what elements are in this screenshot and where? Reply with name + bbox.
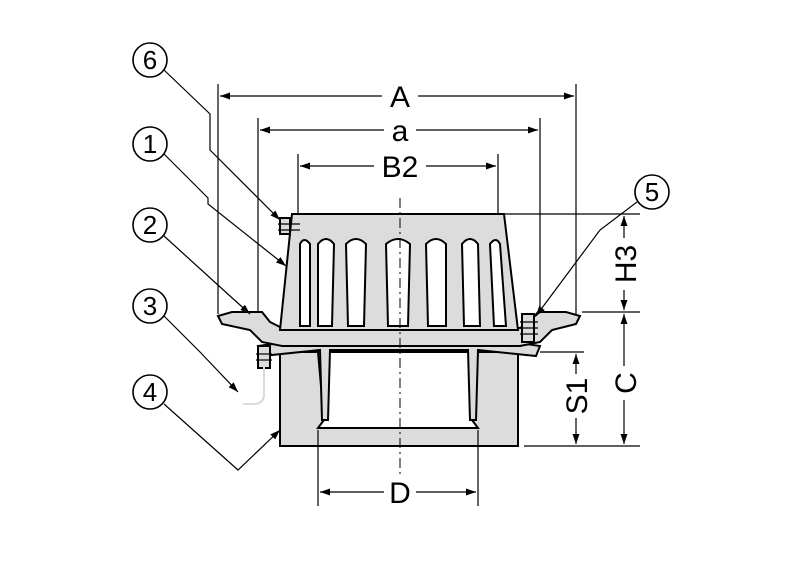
dim-label-D: D bbox=[389, 477, 411, 510]
callout-3-label: 3 bbox=[143, 291, 157, 321]
callout-4: 4 bbox=[132, 374, 281, 471]
dim-label-C: C bbox=[610, 372, 643, 394]
bolt-left bbox=[256, 345, 272, 369]
dim-label-B2: B2 bbox=[382, 151, 419, 184]
anchor-hook bbox=[243, 365, 265, 405]
callout-5-label: 5 bbox=[645, 177, 659, 207]
bolt-right bbox=[520, 313, 538, 343]
dim-label-S1: S1 bbox=[561, 378, 594, 415]
strainer-slots bbox=[299, 238, 508, 327]
callout-1-label: 1 bbox=[143, 129, 157, 159]
dim-label-H3: H3 bbox=[610, 245, 643, 283]
callout-2: 2 bbox=[132, 207, 251, 315]
dome-strainer bbox=[278, 213, 520, 331]
callout-6-label: 6 bbox=[143, 45, 157, 75]
callout-4-label: 4 bbox=[143, 377, 157, 407]
callout-1: 1 bbox=[132, 126, 287, 267]
callout-5: 5 bbox=[535, 174, 670, 317]
extension-lines bbox=[217, 84, 640, 506]
callout-6: 6 bbox=[132, 42, 281, 221]
callout-3: 3 bbox=[132, 288, 239, 393]
bolt-left-top bbox=[278, 217, 300, 235]
callout-2-label: 2 bbox=[143, 210, 157, 240]
dim-label-a: a bbox=[392, 115, 409, 148]
drain-body bbox=[256, 339, 542, 447]
dim-label-A: A bbox=[390, 81, 410, 114]
